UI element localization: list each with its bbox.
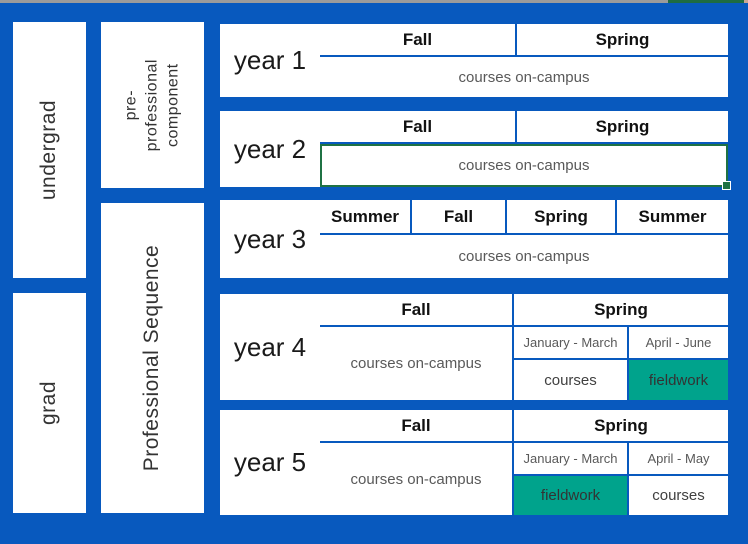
- year-5-fall-column: Fall courses on-campus: [320, 410, 512, 515]
- professional-sequence-label: Professional Sequence: [140, 244, 164, 472]
- year-5-spring-subterms: January - March April - May: [514, 443, 728, 474]
- year-5-table: Fall courses on-campus Spring January - …: [320, 410, 728, 515]
- pre-professional-line2: component: [163, 63, 181, 147]
- grad-label: grad: [37, 380, 61, 426]
- pre-professional-component-box[interactable]: pre-professional component: [101, 22, 204, 188]
- year-5-spring-fieldwork-cell[interactable]: fieldwork: [514, 476, 627, 515]
- year-2-body-selected-cell[interactable]: courses on-campus: [320, 144, 731, 190]
- year-4-term-fall[interactable]: Fall: [320, 294, 512, 325]
- year-1-body[interactable]: courses on-campus: [320, 57, 728, 97]
- year-3-term-summer1[interactable]: Summer: [320, 200, 410, 233]
- year-4-spring-column: Spring January - March April - June cour…: [514, 294, 728, 400]
- professional-sequence-box[interactable]: Professional Sequence: [101, 203, 204, 513]
- grad-box[interactable]: grad: [13, 293, 86, 513]
- year-2-term-fall[interactable]: Fall: [320, 111, 515, 142]
- year-4-spring-body: courses fieldwork: [514, 360, 728, 400]
- top-strip-green: [668, 0, 744, 3]
- year-4-fall-body[interactable]: courses on-campus: [320, 327, 512, 400]
- year-4-spring-subterms: January - March April - June: [514, 327, 728, 358]
- year-4-spring-courses-cell[interactable]: courses: [514, 360, 627, 400]
- year-1-term-spring[interactable]: Spring: [517, 24, 728, 55]
- year-4-term-spring[interactable]: Spring: [514, 294, 728, 325]
- year-5-label[interactable]: year 5: [220, 410, 320, 515]
- year-5-term-fall[interactable]: Fall: [320, 410, 512, 441]
- year-4-subterm-jan-march[interactable]: January - March: [514, 327, 627, 358]
- year-5-spring-courses-cell[interactable]: courses: [629, 476, 728, 515]
- year-1-label[interactable]: year 1: [220, 24, 320, 97]
- year-3-term-summer2[interactable]: Summer: [617, 200, 728, 233]
- year-5-subterm-jan-march[interactable]: January - March: [514, 443, 627, 474]
- year-3-term-fall[interactable]: Fall: [412, 200, 505, 233]
- year-2-terms: Fall Spring: [320, 111, 728, 142]
- year-1-table: Fall Spring courses on-campus: [320, 24, 728, 97]
- year-4-table: Fall courses on-campus Spring January - …: [320, 294, 728, 400]
- year-5-spring-column: Spring January - March April - May field…: [514, 410, 728, 515]
- selection-fill-handle[interactable]: [722, 181, 731, 190]
- pre-professional-line1: pre-professional: [122, 58, 161, 152]
- top-strip-gray: [0, 0, 668, 3]
- year-2-table: Fall Spring courses on-campus: [320, 111, 731, 190]
- year-4-label[interactable]: year 4: [220, 294, 320, 400]
- year-4-spring-fieldwork-cell[interactable]: fieldwork: [629, 360, 728, 400]
- top-strip-tan: [744, 0, 748, 3]
- year-3-term-spring[interactable]: Spring: [507, 200, 615, 233]
- top-edge-strip: [0, 0, 748, 3]
- undergrad-label: undergrad: [37, 99, 61, 201]
- year-3-terms: Summer Fall Spring Summer: [320, 200, 728, 233]
- year-3-label[interactable]: year 3: [220, 200, 320, 278]
- year-4-subterm-april-june[interactable]: April - June: [629, 327, 728, 358]
- year-1-terms: Fall Spring: [320, 24, 728, 55]
- year-2-label[interactable]: year 2: [220, 111, 320, 187]
- year-5-term-spring[interactable]: Spring: [514, 410, 728, 441]
- undergrad-box[interactable]: undergrad: [13, 22, 86, 278]
- year-5-subterm-april-may[interactable]: April - May: [629, 443, 728, 474]
- year-3-body[interactable]: courses on-campus: [320, 235, 728, 278]
- year-4-fall-column: Fall courses on-campus: [320, 294, 512, 400]
- year-2-term-spring[interactable]: Spring: [517, 111, 728, 142]
- year-5-fall-body[interactable]: courses on-campus: [320, 443, 512, 515]
- year-3-table: Summer Fall Spring Summer courses on-cam…: [320, 200, 728, 278]
- year-1-term-fall[interactable]: Fall: [320, 24, 515, 55]
- pre-professional-component-label: pre-professional component: [121, 53, 183, 156]
- year-5-spring-body: fieldwork courses: [514, 476, 728, 515]
